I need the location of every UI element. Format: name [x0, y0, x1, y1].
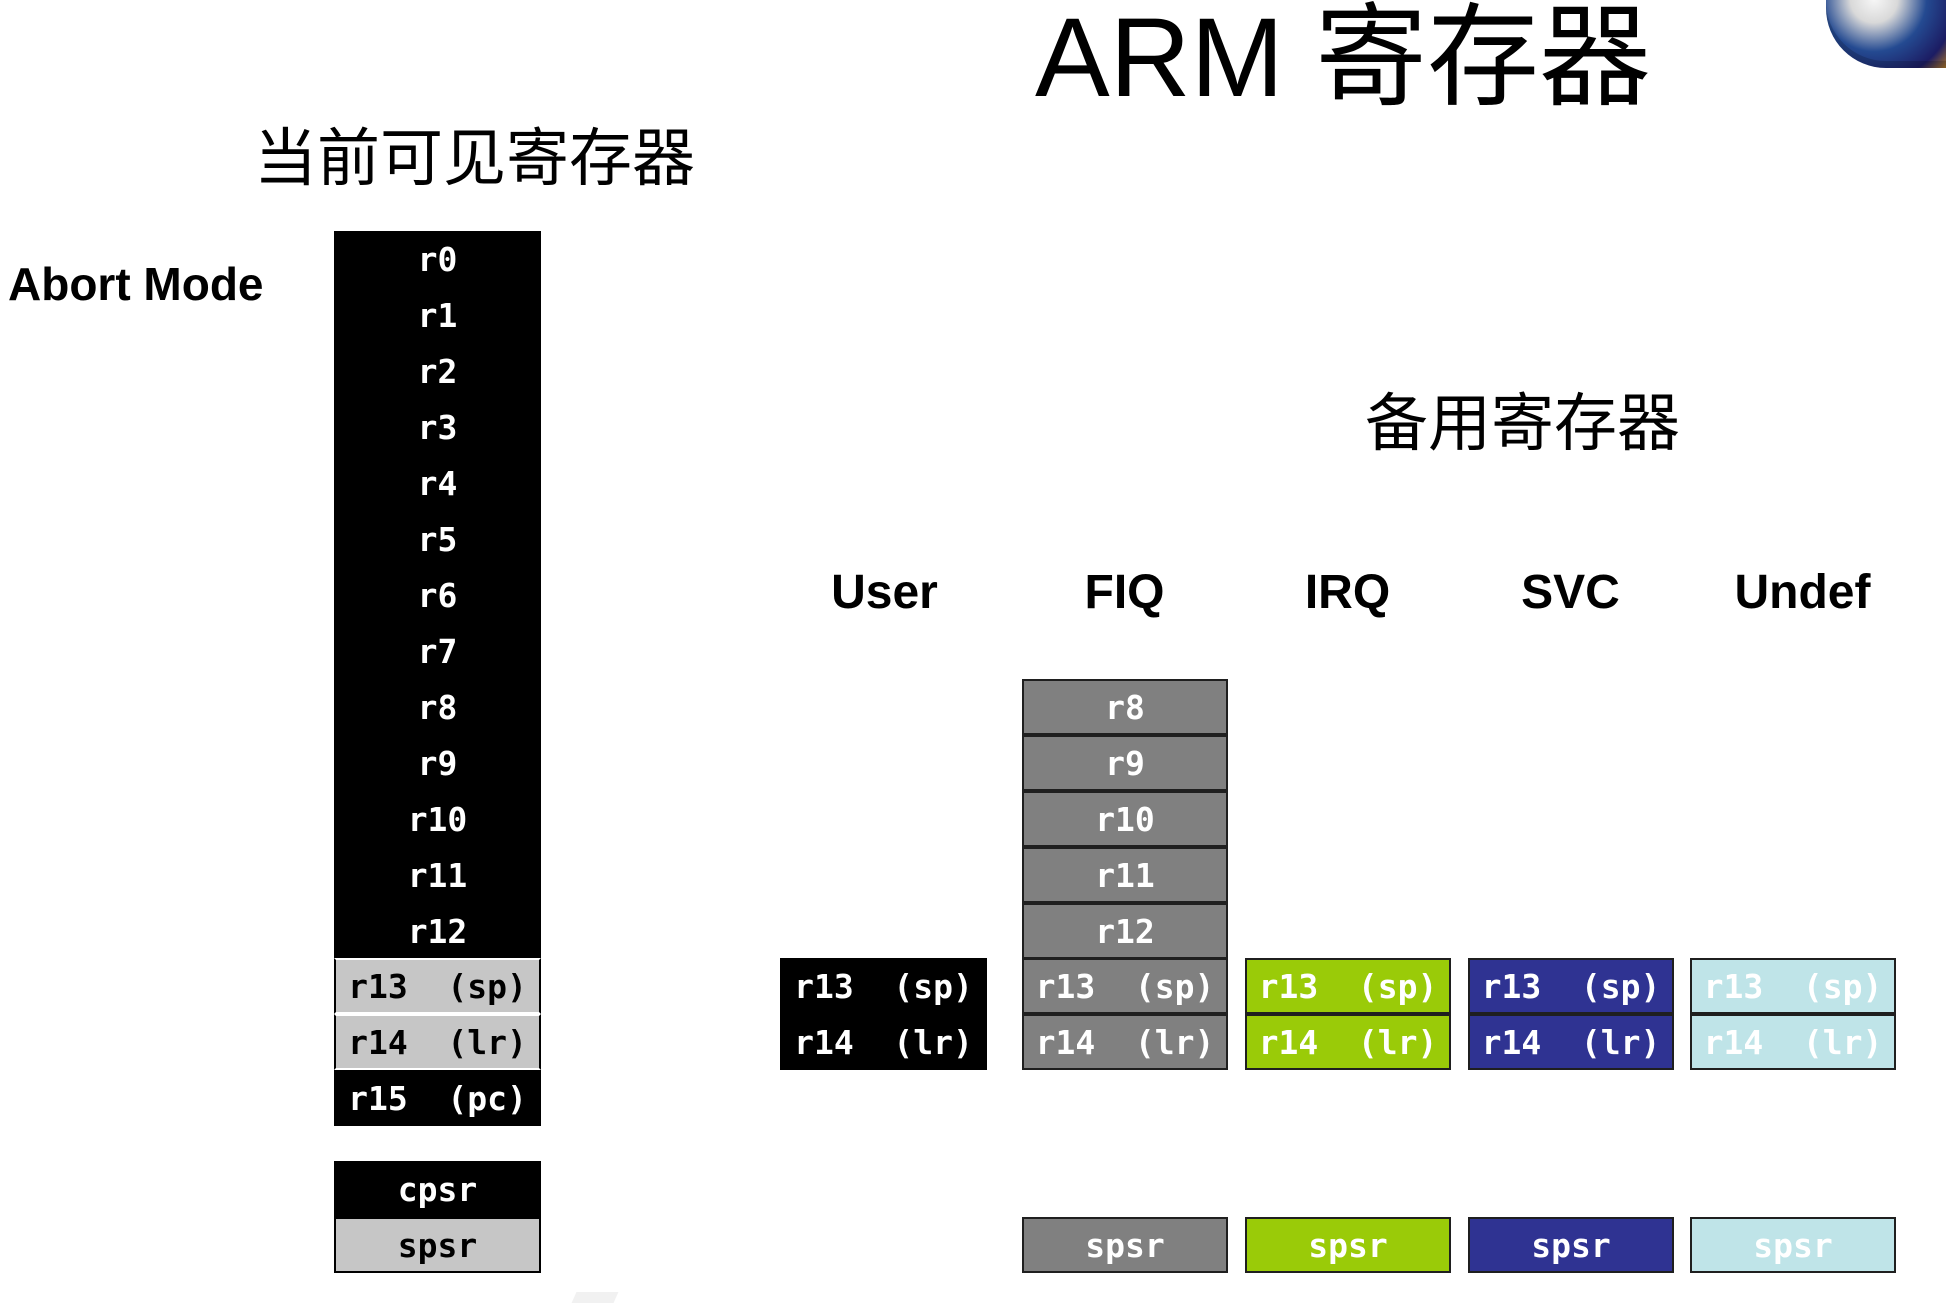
register-r10: r10: [334, 791, 541, 847]
fiq-r9: r9: [1022, 735, 1228, 791]
register-r3: r3: [334, 399, 541, 455]
user-r13-sp: r13 (sp): [780, 958, 987, 1014]
fiq-r11: r11: [1022, 847, 1228, 903]
register-r14-lr-current: r14 (lr): [334, 1014, 541, 1070]
irq-r14-lr: r14 (lr): [1245, 1014, 1451, 1070]
irq-spsr: spsr: [1245, 1217, 1451, 1273]
mode-header-irq: IRQ: [1304, 566, 1391, 619]
current-mode-label: Abort Mode: [8, 258, 264, 310]
register-r5: r5: [334, 511, 541, 567]
svc-spsr: spsr: [1468, 1217, 1674, 1273]
logo-icon: [1826, 0, 1946, 68]
register-r11: r11: [334, 847, 541, 903]
undef-r13-sp: r13 (sp): [1690, 958, 1896, 1014]
irq-r13-sp: r13 (sp): [1245, 958, 1451, 1014]
register-r6: r6: [334, 567, 541, 623]
register-r2: r2: [334, 343, 541, 399]
mode-header-user: User: [831, 566, 938, 619]
register-r8: r8: [334, 679, 541, 735]
fiq-spsr: spsr: [1022, 1217, 1228, 1273]
banked-registers-title: 备用寄存器: [1365, 387, 1680, 460]
fiq-r13-sp: r13 (sp): [1022, 958, 1228, 1014]
page-title: ARM 寄存器: [1035, 0, 1651, 120]
svc-r13-sp: r13 (sp): [1468, 958, 1674, 1014]
svc-r14-lr: r14 (lr): [1468, 1014, 1674, 1070]
register-r9: r9: [334, 735, 541, 791]
register-r1: r1: [334, 287, 541, 343]
register-r0: r0: [334, 231, 541, 287]
current-visible-registers-title: 当前可见寄存器: [254, 122, 695, 195]
register-r15-pc: r15 (pc): [334, 1070, 541, 1126]
mode-header-undef: Undef: [1734, 566, 1871, 619]
faint-mark: [571, 1292, 619, 1303]
undef-spsr: spsr: [1690, 1217, 1896, 1273]
mode-header-fiq: FIQ: [1084, 566, 1165, 619]
register-r13-sp-current: r13 (sp): [334, 958, 541, 1014]
register-spsr-current: spsr: [334, 1217, 541, 1273]
register-r12: r12: [334, 903, 541, 959]
fiq-r10: r10: [1022, 791, 1228, 847]
fiq-r12: r12: [1022, 903, 1228, 959]
fiq-r8: r8: [1022, 679, 1228, 735]
register-r4: r4: [334, 455, 541, 511]
fiq-r14-lr: r14 (lr): [1022, 1014, 1228, 1070]
user-r14-lr: r14 (lr): [780, 1014, 987, 1070]
register-r7: r7: [334, 623, 541, 679]
mode-header-svc: SVC: [1521, 566, 1620, 619]
register-cpsr: cpsr: [334, 1161, 541, 1217]
undef-r14-lr: r14 (lr): [1690, 1014, 1896, 1070]
